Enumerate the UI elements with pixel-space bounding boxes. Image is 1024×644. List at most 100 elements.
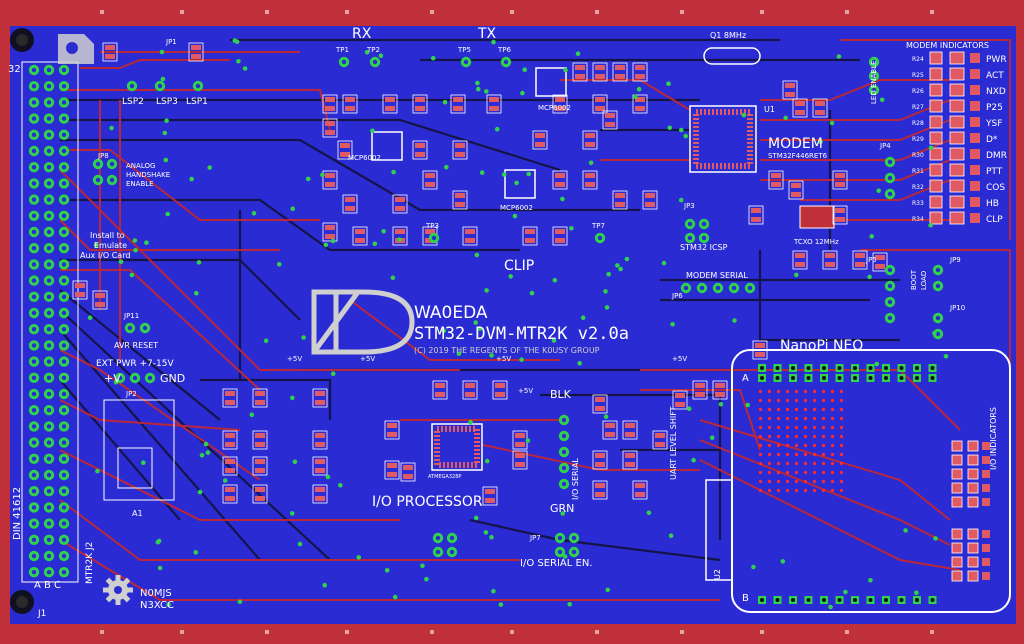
din-pin: [43, 243, 55, 254]
din-pin: [28, 502, 40, 513]
stm32-icsp-label: STM32 ICSP: [680, 243, 728, 252]
jumper-pin: [92, 158, 104, 170]
modem-indicator-label: COS: [986, 183, 1005, 193]
credit-2: N3XCC: [140, 600, 174, 611]
passive-component: [400, 462, 416, 482]
nanopi-header-pin: [758, 374, 766, 382]
boot-label: BOOT: [910, 269, 918, 290]
logo-mark: [311, 289, 415, 355]
modem-indicator-led: [929, 67, 980, 81]
jumper-pin: [554, 546, 566, 558]
passive-component: [572, 62, 588, 82]
plus-v-label: +V: [104, 372, 121, 385]
din-pin: [28, 194, 40, 205]
via: [477, 326, 483, 331]
passive-component: [612, 62, 628, 82]
via: [420, 563, 425, 569]
din-pin: [28, 259, 40, 270]
passive-component: [592, 394, 608, 414]
passive-component: [312, 430, 328, 450]
via: [166, 602, 171, 607]
jumper-pin: [139, 322, 151, 334]
din-pin: [28, 469, 40, 481]
jumper-pin: [126, 80, 138, 92]
din-pin: [43, 486, 55, 497]
corner-logo: [58, 34, 94, 64]
modem-indicator-label: DMR: [986, 151, 1007, 161]
nanopi-header-pin: [820, 374, 828, 382]
via: [109, 125, 114, 131]
din-pin: [28, 453, 40, 464]
nanopi-header-pin: [804, 596, 813, 604]
modem-indicator-led: [929, 163, 980, 177]
via: [205, 450, 211, 455]
jumper-pin: [744, 282, 756, 294]
din-pin: [28, 421, 40, 432]
via: [430, 55, 436, 61]
passive-component: [252, 484, 268, 504]
via: [780, 559, 786, 564]
jumper-pin: [884, 188, 896, 200]
din-pin: [28, 145, 40, 157]
nanopi-header-pin: [866, 364, 875, 372]
nanopi-header-pin: [882, 374, 890, 382]
din-pin: [43, 113, 55, 124]
modem-indicator-ref: R29: [912, 136, 924, 143]
rail-label-3: +5V: [496, 355, 511, 363]
test-point-label: TP6: [497, 46, 511, 54]
nanopi-header-pin: [835, 374, 844, 382]
via: [829, 120, 835, 126]
via: [678, 197, 684, 203]
jumper-pin: [432, 546, 444, 558]
via: [605, 587, 610, 593]
passive-component: [582, 130, 598, 150]
nanopi-header-pin: [758, 596, 766, 604]
jumper-pin: [558, 430, 570, 442]
via: [562, 554, 568, 559]
passive-component: [748, 205, 764, 225]
passive-component: [222, 388, 238, 408]
modem-indicator-ref: R28: [912, 120, 924, 127]
via: [668, 533, 674, 538]
via: [709, 435, 715, 441]
via: [552, 278, 558, 283]
modem-indicator-label: ACT: [986, 71, 1004, 81]
via: [473, 515, 479, 521]
passive-component: [322, 222, 338, 242]
via: [526, 171, 531, 177]
test-point: [500, 56, 512, 68]
passive-component: [72, 280, 88, 300]
modem-indicator-ref: R27: [912, 104, 924, 111]
via: [529, 290, 535, 296]
jumper-pin: [868, 84, 880, 96]
via: [162, 130, 168, 136]
passive-component: [792, 250, 808, 270]
jumper-label: JP7: [529, 534, 541, 542]
passive-component: [788, 180, 804, 200]
modem-indicator-led: [929, 131, 980, 145]
din-pin: [58, 243, 70, 254]
io-indicator-led: [951, 496, 990, 508]
ic1-label: MCP6002: [538, 104, 571, 112]
jumper-label: JP8: [97, 152, 109, 160]
rail-label-4: +5V: [672, 355, 687, 363]
passive-component: [342, 194, 358, 214]
via: [667, 125, 673, 131]
oshw-gear-icon: [103, 575, 133, 605]
via: [237, 599, 243, 605]
test-point: [460, 56, 472, 68]
via: [745, 402, 750, 408]
jumper-pin: [154, 80, 166, 92]
rail-label-5: +5V: [518, 387, 533, 395]
mtr2k-label: MTR2K J2: [85, 542, 95, 584]
nanopi-header-pin: [758, 364, 766, 372]
rail-label-2: +5V: [360, 355, 375, 363]
via: [551, 338, 557, 343]
u1-label: U1: [764, 105, 775, 114]
modem-indicator-ref: R34: [912, 216, 924, 223]
jumper-label: JP10: [949, 304, 965, 312]
via: [144, 240, 149, 245]
din-pin: [58, 259, 70, 270]
jumper-label: JP9: [949, 256, 961, 264]
